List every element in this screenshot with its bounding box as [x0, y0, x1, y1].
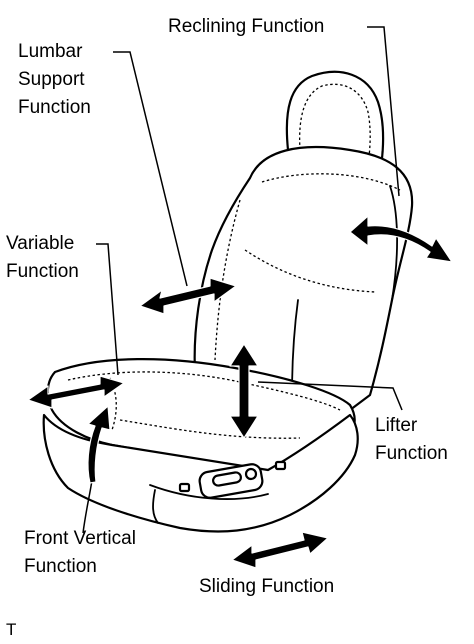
front-vertical-label-line-2: Function — [24, 556, 97, 577]
reclining-arrow-icon — [349, 215, 453, 263]
variable-label-line-1: Variable — [6, 233, 75, 254]
lifter-label-line-1: Lifter — [375, 415, 418, 436]
leader-lines — [82, 26, 403, 534]
lumbar-label-line-2: Support — [18, 69, 85, 90]
lumbar-arrow-icon — [139, 277, 237, 315]
variable-label-line-2: Function — [6, 261, 79, 282]
reclining-label: Reclining Function — [168, 16, 325, 37]
seatback — [193, 146, 414, 412]
figure-footer-mark: T — [6, 620, 17, 639]
function-arrows — [27, 215, 453, 569]
sliding-label: Sliding Function — [199, 576, 335, 597]
lifter-label-line-2: Function — [375, 443, 448, 464]
front-vertical-label-line-1: Front Vertical — [24, 528, 136, 549]
lifter-arrow-icon — [229, 343, 259, 439]
power-seat-switch — [178, 460, 287, 499]
lumbar-label-line-3: Function — [18, 97, 91, 118]
lumbar-label-line-1: Lumbar — [18, 41, 83, 62]
seat-cushion — [46, 358, 356, 474]
sliding-arrow-icon — [231, 531, 329, 569]
variable-arrow-icon — [27, 375, 125, 409]
front-vertical-arrow-icon — [87, 405, 111, 484]
